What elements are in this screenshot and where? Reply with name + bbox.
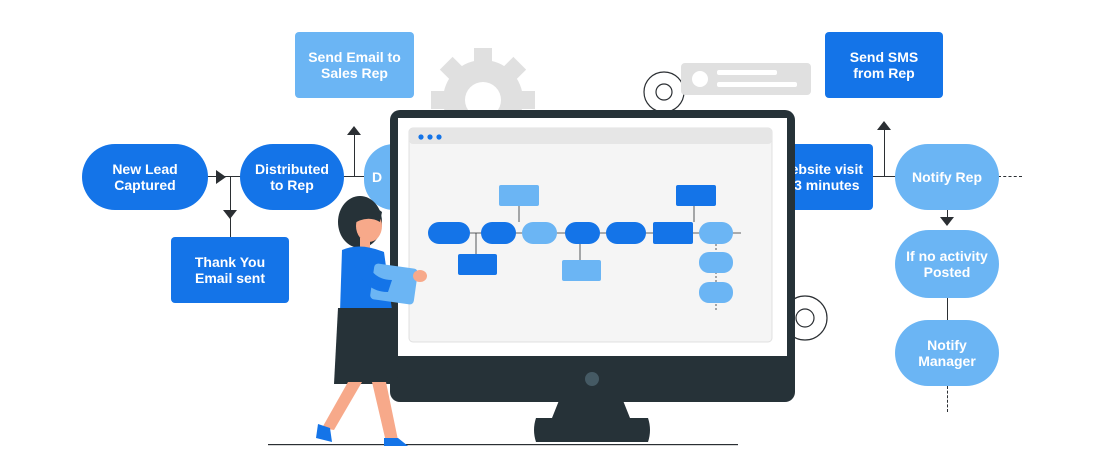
browser-titlebar: [409, 128, 772, 144]
connector-distributed-right: [344, 176, 374, 177]
connector-notify-to-activity: [947, 208, 948, 222]
window-dot-icon: [427, 134, 433, 140]
connector-visit-to-notify: [870, 176, 900, 177]
node-distributed-to-rep: Distributed to Rep: [240, 144, 344, 210]
window-dot-icon: [418, 134, 424, 140]
profile-card-icon: [681, 63, 811, 95]
connector-to-thank-you: [230, 176, 231, 238]
connector-dashed-bottom: [947, 386, 948, 412]
node-thank-you-email: Thank You Email sent: [171, 237, 289, 303]
connector-dashed-right: [998, 176, 1022, 177]
power-button-icon: [585, 372, 599, 386]
node-send-email: Send Email to Sales Rep: [295, 32, 414, 98]
connector-to-send-email: [354, 130, 355, 176]
monitor-stand: [552, 398, 630, 418]
node-new-lead: New Lead Captured: [82, 144, 208, 210]
connector-activity-to-manager: [947, 298, 948, 320]
node-send-sms: Send SMS from Rep: [825, 32, 943, 98]
node-no-activity: If no activity Posted: [895, 230, 999, 298]
monitor-base: [534, 418, 650, 442]
ground-line: [268, 444, 738, 446]
node-notify-rep: Notify Rep: [895, 144, 999, 210]
window-dot-icon: [436, 134, 442, 140]
mini-flowchart: [428, 185, 741, 312]
connector-to-send-sms: [884, 124, 885, 176]
node-notify-manager: Notify Manager: [895, 320, 999, 386]
